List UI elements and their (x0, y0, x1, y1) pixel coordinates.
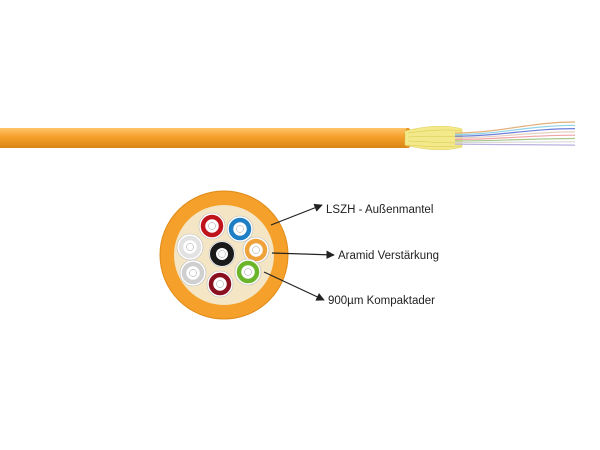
fiber-color-coating (244, 238, 268, 262)
label-aramid: Aramid Verstärkung (338, 250, 439, 262)
tight-buffer-fiber (242, 236, 270, 264)
fiber-color-coating (208, 272, 232, 296)
fiber-core (218, 250, 226, 258)
cable-jacket-side (0, 128, 408, 148)
tight-buffer-fiber (234, 258, 262, 286)
fiber-core (216, 280, 224, 288)
fiber-strand (454, 124, 576, 136)
fiber-core (244, 268, 252, 276)
arrow-aramid (271, 250, 335, 259)
cable-side-view (0, 121, 576, 151)
fiber-color-coating (200, 214, 224, 238)
fiber-strands-side (454, 121, 576, 146)
callout-arrows (263, 203, 335, 301)
tight-buffer-fiber (208, 240, 236, 268)
fiber-color-coating (181, 261, 205, 285)
fiber-strand (454, 141, 576, 144)
tight-buffer-fiber (176, 233, 204, 261)
fiber-strand (454, 137, 576, 142)
arrow-jacket (270, 203, 323, 226)
fiber-core (189, 269, 197, 277)
tight-buffer-fibers (176, 212, 270, 298)
aramid-yarn-side (404, 125, 463, 151)
fiber-core (236, 225, 244, 233)
fiber-color-coating (228, 217, 252, 241)
arrow-tight-buffer (263, 271, 325, 301)
tight-buffer-fiber (206, 270, 234, 298)
fiber-strand (454, 131, 576, 139)
tight-buffer-fiber (226, 215, 254, 243)
fiber-strand (454, 143, 576, 146)
aramid-yarn-strands (407, 129, 463, 147)
label-tight-buffer: 900µm Kompaktader (328, 295, 435, 307)
fiber-color-coating (210, 242, 234, 266)
fiber-strand (454, 121, 576, 134)
fiber-color-coating (178, 235, 202, 259)
fiber-strand (454, 128, 576, 137)
tight-buffer-fiber (198, 212, 226, 240)
fiber-color-coating (236, 260, 260, 284)
tight-buffer-fiber (179, 259, 207, 287)
fiber-core (252, 246, 260, 254)
label-jacket: LSZH - Außenmantel (326, 204, 433, 216)
fiber-core (186, 243, 194, 251)
fiber-strand (454, 134, 576, 140)
cable-cross-section (159, 190, 289, 320)
fiber-core (208, 222, 216, 230)
